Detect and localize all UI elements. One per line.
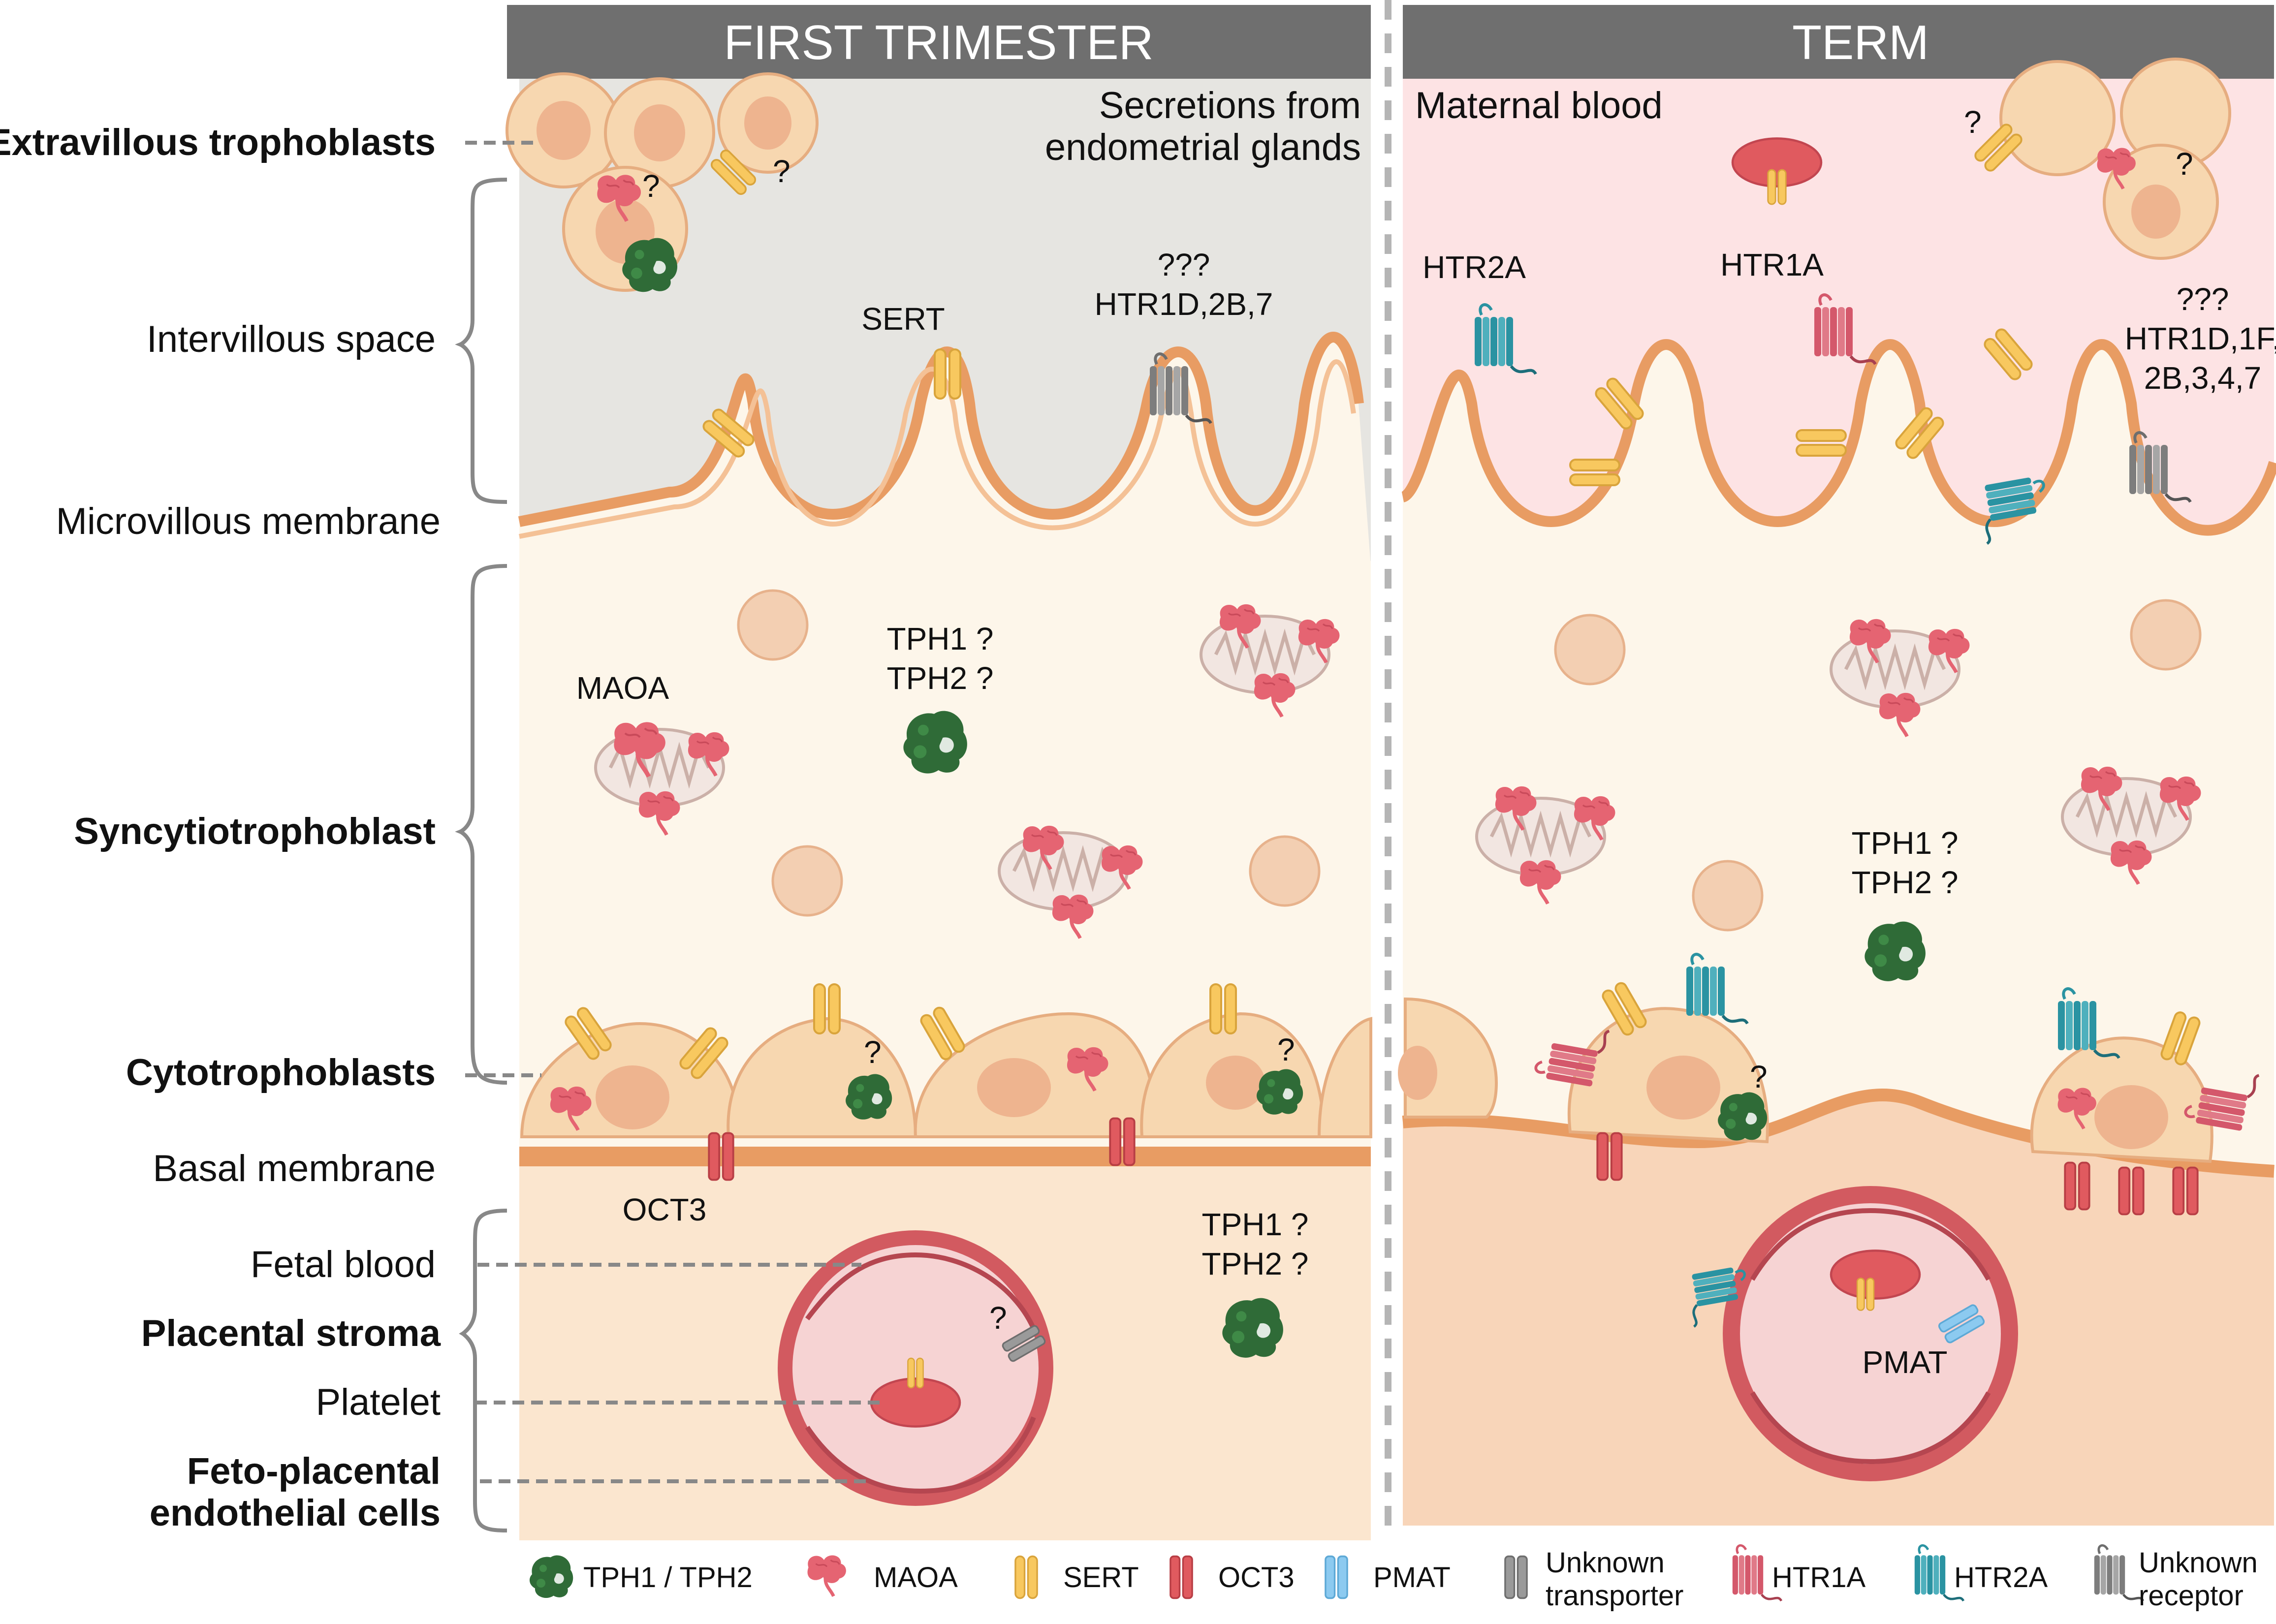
legend-item-sert: SERT (1014, 1555, 1139, 1599)
term-ct-tph (1718, 1092, 1768, 1141)
term-evt-cluster (1999, 58, 2231, 260)
extravillous-trophoblast-cluster (506, 72, 819, 292)
legend-item-unknown-transporter: Unknown transporter (1504, 1547, 1683, 1612)
ft-unknown-transporter-question: ? (989, 1300, 1007, 1336)
endometrial-note-line1: Secretions from (1099, 85, 1361, 126)
ft-ct-tph-2 (1257, 1069, 1303, 1115)
term-htr1a-label: HTR1A (1720, 247, 1824, 282)
legend-item-htr1a: HTR1A (1733, 1545, 1865, 1601)
label-feto-placental-2: endothelial cells (150, 1492, 441, 1534)
label-intervillous-space: Intervillous space (147, 318, 436, 360)
ft-vesicle-2 (773, 846, 842, 915)
legend-item-pmat: PMAT (1325, 1555, 1451, 1599)
term-tph-syncytio (1865, 921, 1926, 981)
endometrial-note-line2: endometrial glands (1045, 126, 1361, 168)
ft-ct-question-2: ? (1277, 1032, 1295, 1067)
term-receptor-list-1: HTR1D,1F, (2125, 321, 2276, 356)
term-evt-maoa-question: ? (2176, 146, 2193, 182)
term-pmat-label: PMAT (1862, 1344, 1947, 1380)
legend-htr2a-label: HTR2A (1954, 1562, 2048, 1593)
legend-unknown-transporter-1: Unknown (1546, 1547, 1665, 1579)
term-ct-question: ? (1750, 1059, 1768, 1094)
legend-maoa-label: MAOA (874, 1562, 958, 1593)
legend-htr1a-label: HTR1A (1772, 1562, 1865, 1593)
term-maternal-platelet (1733, 138, 1821, 186)
term-maternal-blood-note: Maternal blood (1415, 85, 1663, 126)
term-tph-label-2: TPH2 ? (1852, 865, 1959, 900)
legend-unknown-receptor-icon (2094, 1545, 2143, 1601)
term-title: TERM (1792, 15, 1929, 69)
ft-vesicle-1 (738, 591, 807, 659)
label-basal-membrane: Basal membrane (153, 1148, 436, 1189)
ft-platelet (871, 1378, 960, 1426)
legend-oct3-label: OCT3 (1218, 1562, 1295, 1593)
label-syncytiotrophoblast: Syncytiotrophoblast (74, 811, 436, 852)
ft-oct3-label: OCT3 (623, 1192, 707, 1227)
ft-tph-stroma-label-1: TPH1 ? (1202, 1207, 1309, 1242)
legend-unknown-receptor-2: receptor (2139, 1580, 2244, 1612)
term-vesicle-3 (1693, 861, 1762, 930)
legend-unknown-transporter-2: transporter (1546, 1580, 1683, 1612)
term-header (1403, 5, 2274, 79)
ft-tph-stroma-label-2: TPH2 ? (1202, 1246, 1309, 1281)
evt-tph (622, 238, 678, 292)
term-htr2a-label: HTR2A (1422, 250, 1526, 285)
label-cytotrophoblasts: Cytotrophoblasts (126, 1052, 436, 1093)
label-placental-stroma: Placental stroma (141, 1312, 441, 1354)
legend-tph-label: TPH1 / TPH2 (583, 1562, 753, 1593)
ft-ct-question-1: ? (864, 1034, 882, 1070)
term-fetal-capillary (1723, 1186, 2018, 1481)
term-tph-label-1: TPH1 ? (1852, 825, 1959, 861)
ft-ct-tph-1 (846, 1074, 892, 1120)
ft-fetal-capillary (778, 1230, 1053, 1506)
legend-unknown-transporter-icon (1504, 1555, 1528, 1599)
term-receptor-unknown: ??? (2177, 281, 2229, 317)
first-trimester-title: FIRST TRIMESTER (724, 15, 1153, 69)
evt-maoa-question: ? (642, 168, 660, 204)
legend-unknown-receptor-1: Unknown (2139, 1547, 2258, 1579)
legend: TPH1 / TPH2 MAOA SERT OCT3 PMAT Unknown … (529, 1545, 2258, 1612)
legend-item-unknown-receptor: Unknown receptor (2094, 1545, 2258, 1612)
ft-receptor-list: HTR1D,2B,7 (1095, 286, 1273, 322)
legend-sert-label: SERT (1063, 1562, 1139, 1593)
term-vesicle-1 (1555, 615, 1624, 684)
ft-receptor-unknown: ??? (1158, 247, 1210, 282)
ft-tph-label-2: TPH2 ? (887, 660, 994, 696)
term-vesicle-2 (2131, 600, 2200, 669)
term-receptor-list-2: 2B,3,4,7 (2144, 360, 2261, 396)
legend-pmat-label: PMAT (1373, 1562, 1451, 1593)
term-cytotrophoblast-cells (1398, 997, 2213, 1163)
side-labels: Extravillous trophoblasts Intervillous s… (0, 122, 881, 1534)
legend-item-oct3: OCT3 (1170, 1555, 1295, 1599)
label-extravillous-trophoblasts: Extravillous trophoblasts (0, 122, 436, 163)
ft-tph-stroma (1222, 1298, 1283, 1358)
ft-vesicle-3 (1250, 837, 1319, 906)
ft-maoa-label: MAOA (576, 670, 669, 706)
term-fetal-platelet (1831, 1250, 1920, 1298)
ft-tph-label-1: TPH1 ? (887, 621, 994, 656)
label-microvillous-membrane: Microvillous membrane (56, 500, 441, 542)
legend-item-maoa: MAOA (808, 1556, 958, 1596)
first-trimester-header (507, 5, 1371, 79)
legend-item-tph: TPH1 / TPH2 (529, 1555, 753, 1598)
label-feto-placental-1: Feto-placental (187, 1450, 441, 1492)
ft-tph-syncytio (903, 711, 967, 774)
ft-sert-label: SERT (861, 301, 945, 337)
evt-sert-question: ? (773, 154, 790, 189)
term-evt-sert-question: ? (1964, 104, 1982, 140)
label-platelet: Platelet (316, 1381, 441, 1423)
label-fetal-blood: Fetal blood (251, 1244, 436, 1285)
legend-tph-icon (529, 1555, 573, 1598)
legend-item-htr2a: HTR2A (1915, 1545, 2048, 1601)
